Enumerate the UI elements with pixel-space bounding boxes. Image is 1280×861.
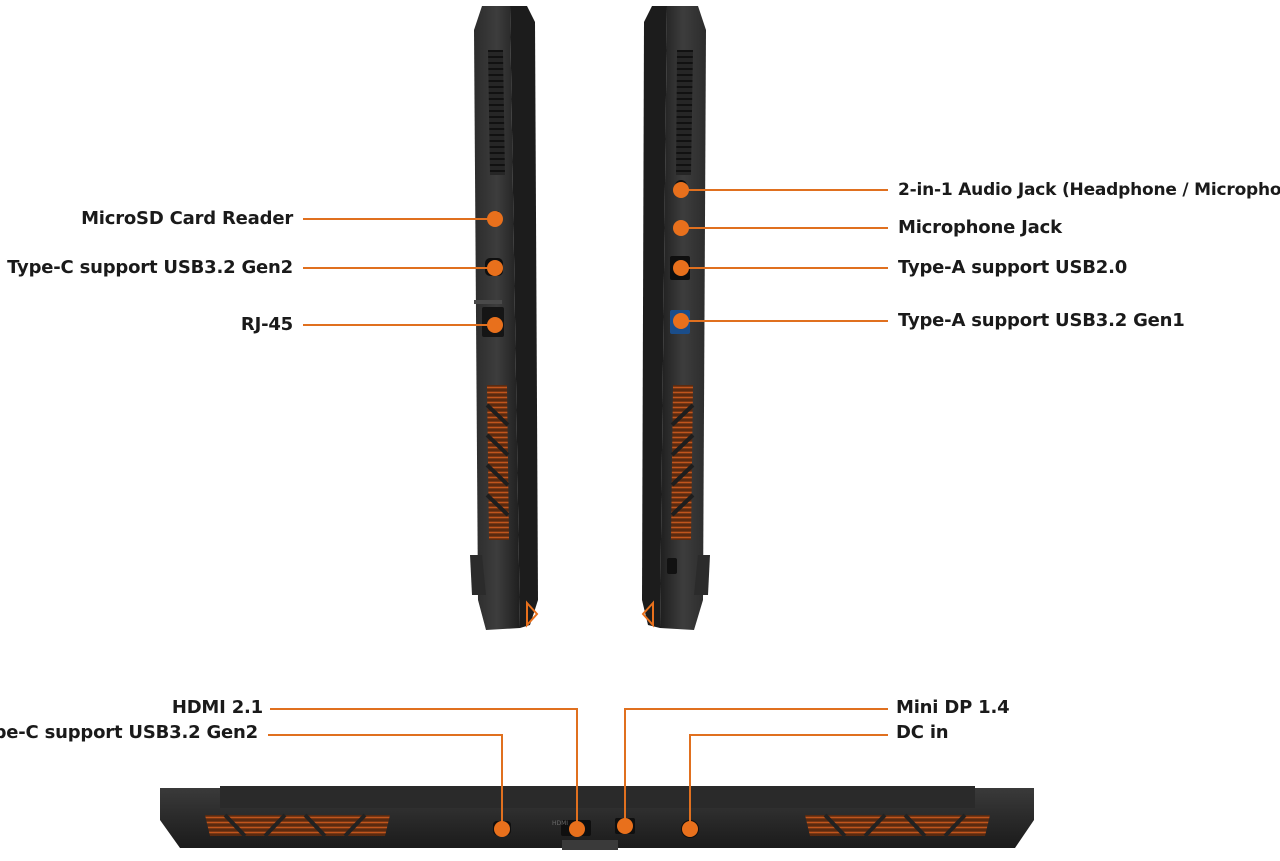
label-mini-dp: Mini DP 1.4 bbox=[896, 697, 1010, 718]
label-hdmi: HDMI 2.1 bbox=[171, 697, 263, 718]
leader-lines-left bbox=[303, 211, 503, 333]
leader-lines-rear bbox=[268, 708, 888, 837]
label-rj45: RJ-45 bbox=[240, 314, 293, 335]
label-dc-in: DC in bbox=[896, 722, 949, 743]
left-side-view bbox=[470, 6, 539, 630]
label-microphone-jack: Microphone Jack bbox=[898, 217, 1062, 238]
rear-view: HDMI bbox=[160, 786, 1034, 850]
label-type-c-usb32-gen2-left: Type-C support USB3.2 Gen2 bbox=[7, 257, 293, 278]
label-usb32-gen1: Type-A support USB3.2 Gen1 bbox=[898, 310, 1185, 331]
label-usb20: Type-A support USB2.0 bbox=[898, 257, 1128, 278]
label-audio-jack: 2-in-1 Audio Jack (Headphone / Microphon… bbox=[898, 180, 1280, 200]
leader-lines-right bbox=[673, 182, 888, 329]
label-type-c-usb32-gen2-rear: Type-C support USB3.2 Gen2 bbox=[0, 722, 258, 743]
hdmi-port-print: HDMI bbox=[552, 820, 568, 827]
label-microsd-card-reader: MicroSD Card Reader bbox=[81, 208, 293, 229]
